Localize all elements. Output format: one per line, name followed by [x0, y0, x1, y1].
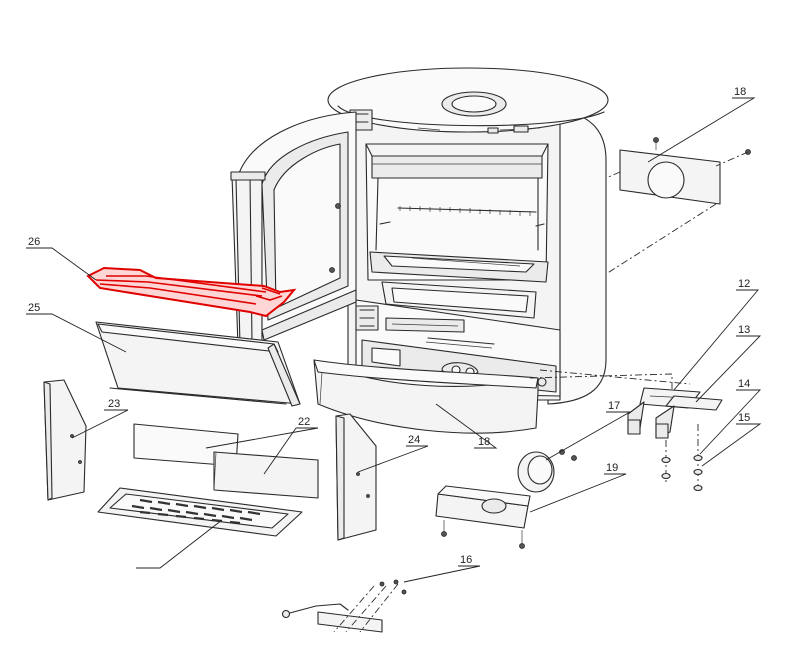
part-13-bracket: [655, 395, 723, 439]
callout-18-label: 18: [734, 86, 746, 98]
callout-23-label: 24: [408, 434, 420, 446]
callout-14-label: 14: [738, 378, 750, 390]
callout-20: 17: [545, 400, 632, 461]
part-17-ash-pan: [313, 359, 539, 434]
part-18-rear-plate: [605, 137, 751, 275]
part-24-glass-panel: [95, 321, 301, 407]
callout-22-label: 23: [108, 398, 120, 410]
part-16-control-rod: [281, 579, 407, 633]
callout-13-label: 13: [738, 324, 750, 336]
callout-13: 13: [695, 324, 762, 403]
part-22-left-side-brick: [43, 379, 87, 501]
stove-body: [327, 67, 609, 405]
callout-19: 19: [529, 462, 627, 513]
callout-24: 25: [26, 302, 127, 353]
callout-19-label: 19: [606, 462, 618, 474]
callout-17: 18: [435, 403, 498, 449]
parts-14-15-screws: [661, 424, 703, 494]
callout-12-label: 12: [738, 278, 750, 290]
callout-12: 12: [673, 278, 759, 391]
callout-15-label: 15: [738, 412, 750, 424]
part-21-rear-bricks: [133, 423, 319, 499]
part-26-grate: [97, 487, 303, 537]
callout-25-label: 26: [28, 236, 40, 248]
part-23-right-side-brick: [335, 413, 377, 541]
callout-20-label: 17: [608, 400, 620, 412]
callout-14: 14: [699, 378, 762, 455]
part-19-air-box: [435, 485, 531, 549]
callout-26: [136, 519, 223, 569]
callout-16: 16: [403, 554, 481, 583]
part-20-air-ring: [517, 449, 577, 493]
open-door: [230, 111, 357, 347]
callout-23: 24: [357, 434, 429, 473]
callout-21-label: 22: [298, 416, 310, 428]
callout-18: 18: [647, 86, 756, 163]
callout-15: 15: [701, 412, 762, 467]
callout-21: 22: [205, 416, 319, 475]
callout-22: 23: [71, 398, 129, 439]
callout-16-label: 16: [460, 554, 472, 566]
callout-17-label: 18: [478, 436, 490, 448]
assembly-line-12: [529, 369, 691, 390]
callout-24-label: 25: [28, 302, 40, 314]
part-25-baffle-bar: [86, 266, 297, 318]
callout-25: 26: [26, 236, 97, 281]
